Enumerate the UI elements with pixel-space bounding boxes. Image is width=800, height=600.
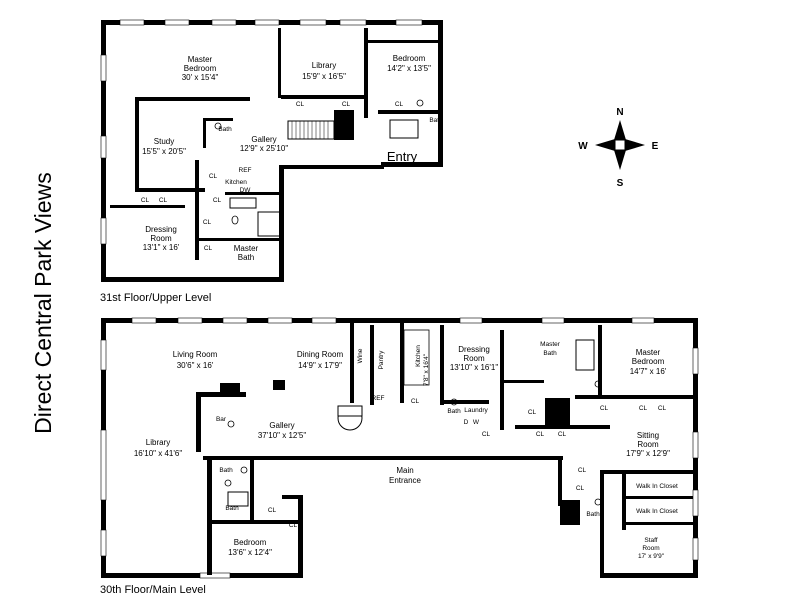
main-bedroom-dims: 13'6" x 12'4" [228,548,272,557]
upper-gallery-name: Gallery [251,135,276,144]
upper-bedroom-dims: 14'2" x 13'5" [387,64,431,73]
main-closet-label: CL [528,409,537,416]
main-master-bedroom-dims: 14'7" x 16' [630,367,667,376]
upper-kitchen-name: Kitchen [225,179,247,186]
compass-west: W [578,141,588,152]
main-closet-label: CL [411,398,420,405]
main-ref-label: REF [372,395,385,402]
compass-north: N [616,107,623,118]
main-kitchen-dims: 7'8" x 16'4" [423,353,430,386]
main-closet-label: CL [482,431,491,438]
main-closet-label: CL [536,431,545,438]
main-closet-label: CL [268,507,277,514]
compass-rose: N S W E [578,107,658,189]
main-wine-name: Wine [357,348,364,363]
main-bedroom-name: Bedroom [234,538,267,547]
main-library-name: Library [146,438,170,447]
upper-dressing-room-dims: 13'1" x 16' [143,243,180,252]
main-closet-label: CL [558,431,567,438]
main-staff-room-dims: 17' x 9'9" [638,553,665,560]
upper-bedroom-name: Bedroom [393,54,426,63]
main-closet-label: CL [639,405,648,412]
main-bar-name: Bar [216,416,227,423]
upper-bath-left-name: Bath [218,126,232,133]
main-pantry-name: Pantry [378,350,385,370]
compass-east: E [652,141,659,152]
main-walk-in-closet-2: Walk In Closet [636,508,678,515]
upper-entry-label: Entry [387,149,418,164]
upper-library-name: Library [312,61,336,70]
main-walk-in-closet-1: Walk In Closet [636,483,678,490]
main-dining-room-name: Dining Room [297,350,344,359]
upper-closet-label: CL [209,173,218,180]
main-bath-4-name: Bath [586,511,600,518]
main-closet-label: CL [658,405,667,412]
upper-closet-label: CL [159,197,168,204]
main-library-dims: 16'10" x 41'6" [134,449,182,458]
upper-closet-label: CL [342,101,351,108]
main-sitting-room-dims: 17'9" x 12'9" [626,449,670,458]
main-level-plan: Living Room 30'6" x 16' Dining Room 14'9… [100,317,699,579]
main-kitchen-name: Kitchen [415,345,422,367]
compass-south: S [617,178,624,189]
upper-ref-label: REF [239,167,252,174]
main-dining-room-dims: 14'9" x 17'9" [298,361,342,370]
upper-library-dims: 15'9" x 16'5" [302,72,346,81]
main-laundry-name: Laundry [464,407,488,414]
main-living-room-dims: 30'6" x 16' [177,361,214,370]
main-closet-label: CL [289,522,298,529]
main-closet-label: CL [578,467,587,474]
upper-study-name: Study [154,137,174,146]
main-level-caption: 30th Floor/Main Level [100,584,206,596]
upper-closet-label: CL [204,245,213,252]
upper-closet-label: CL [296,101,305,108]
upper-bath-right-name: Bath [429,117,443,124]
upper-study-dims: 15'5" x 20'5" [142,147,186,156]
upper-level-caption: 31st Floor/Upper Level [100,292,212,304]
upper-closet-label: CL [141,197,150,204]
main-dryer-label: D [464,419,469,426]
main-gallery-name: Gallery [269,421,294,430]
main-living-room-name: Living Room [173,350,218,359]
upper-gallery-dims: 12'9" x 25'10" [240,144,288,153]
main-gallery-dims: 37'10" x 12'5" [258,431,306,440]
main-closet-label: CL [600,405,609,412]
main-bath-1-name: Bath [219,467,233,474]
upper-closet-label: CL [395,101,404,108]
main-washer-label: W [473,419,480,426]
upper-closet-label: CL [203,219,212,226]
main-bath-2-name: Bath [225,505,239,512]
main-dressing-room-dims: 13'10" x 16'1" [450,363,498,372]
main-bath-3-name: Bath [447,408,461,415]
upper-dw-label: DW [240,187,252,194]
upper-master-bedroom-dims: 30' x 15'4" [182,73,219,82]
main-closet-label: CL [576,485,585,492]
upper-closet-label: CL [213,197,222,204]
